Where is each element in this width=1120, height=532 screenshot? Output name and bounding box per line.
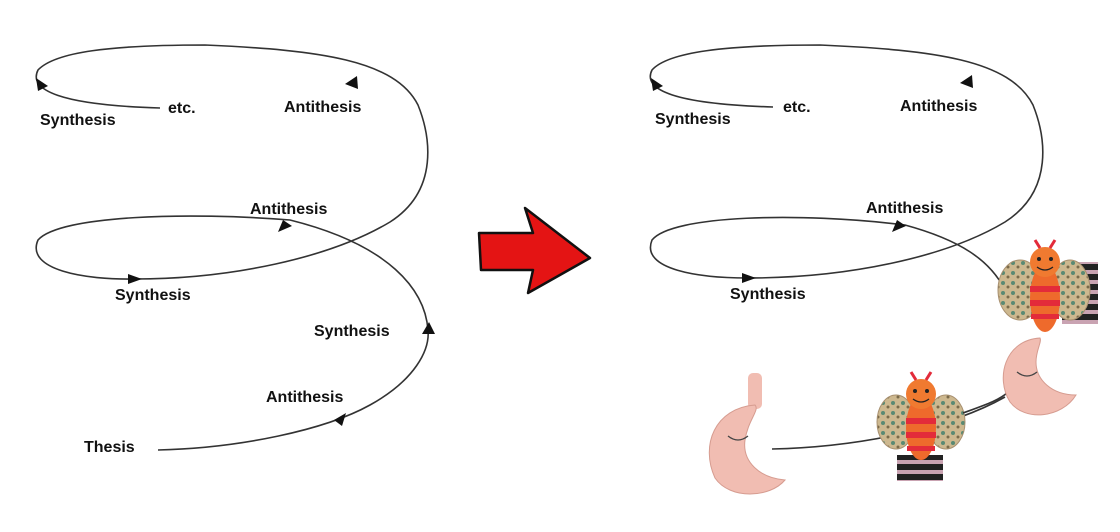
- spiral-path: [35, 44, 429, 451]
- arrowhead-icon: [651, 78, 663, 91]
- spiral-path: [649, 44, 1044, 450]
- arrowhead-icon: [960, 75, 973, 88]
- red-arrow-icon: [477, 206, 592, 295]
- antithesis-label: Antithesis: [866, 200, 943, 217]
- synthesis-label: Synthesis: [115, 287, 191, 304]
- etc-label: etc.: [168, 100, 196, 117]
- moon-toy-icon: [708, 373, 787, 495]
- moon-toy-icon: [1002, 337, 1077, 416]
- arrowhead-icon: [742, 273, 756, 283]
- left-spiral-diagram: Thesis Antithesis Synthesis Antithesis S…: [35, 44, 435, 456]
- arrowhead-icon: [128, 274, 142, 284]
- antithesis-label: Antithesis: [266, 389, 343, 406]
- arrowhead-icon: [422, 322, 435, 334]
- arrowhead-icon: [334, 413, 346, 426]
- butterfly-toy-icon: [876, 371, 966, 481]
- synthesis-label: Synthesis: [730, 286, 806, 303]
- antithesis-label: Antithesis: [900, 98, 977, 115]
- etc-label: etc.: [783, 99, 811, 116]
- antithesis-label: Antithesis: [250, 201, 327, 218]
- spiral-path: [962, 391, 1009, 414]
- arrowhead-icon: [36, 78, 48, 91]
- thesis-label: Thesis: [84, 439, 135, 456]
- butterfly-toy-icon: [997, 239, 1098, 332]
- arrowhead-icon: [892, 220, 906, 232]
- arrowhead-icon: [345, 76, 358, 89]
- antithesis-label: Antithesis: [284, 99, 361, 116]
- synthesis-label: Synthesis: [40, 112, 116, 129]
- synthesis-label: Synthesis: [655, 111, 731, 128]
- arrowhead-icon: [278, 220, 292, 232]
- right-spiral-diagram: Antithesis Synthesis Antithesis Synthesi…: [649, 44, 1098, 495]
- synthesis-label: Synthesis: [314, 323, 390, 340]
